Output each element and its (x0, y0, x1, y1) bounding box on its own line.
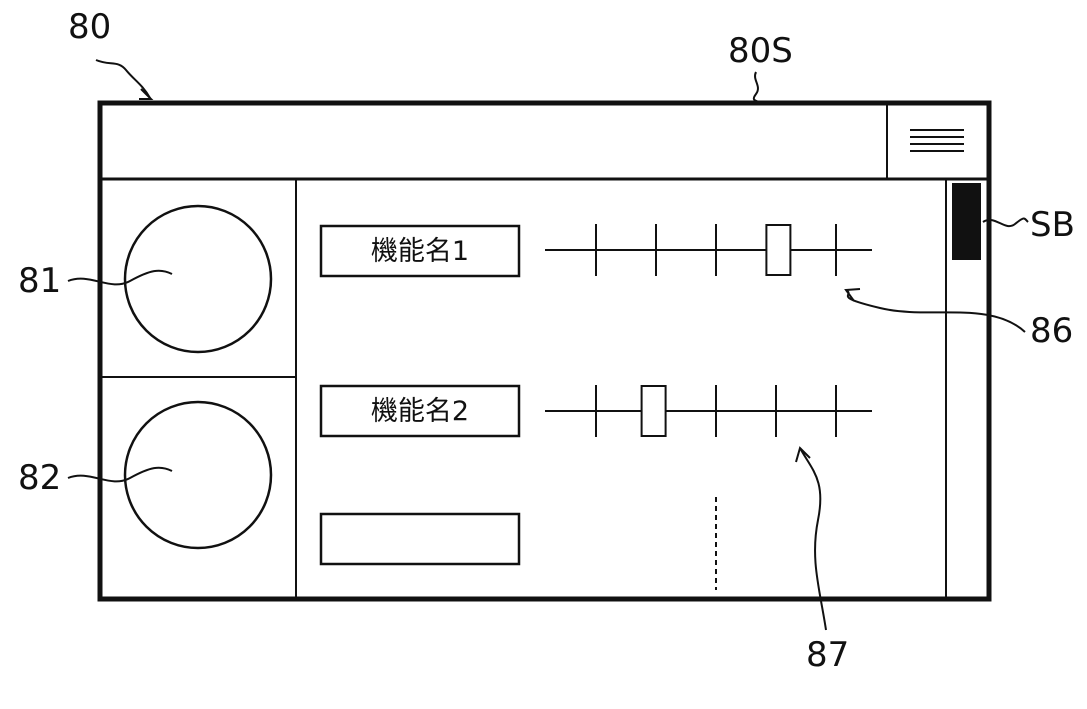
ref-label-80S: 80S (728, 31, 793, 71)
function-name-1: 機能名1 (371, 236, 469, 267)
slider-1-knob[interactable] (766, 225, 790, 275)
hamburger-menu-icon[interactable] (888, 104, 987, 178)
slider-2-knob[interactable] (642, 386, 666, 436)
ref-label-87: 87 (806, 635, 849, 675)
function-name-2: 機能名2 (371, 396, 469, 427)
leader-80 (96, 60, 150, 98)
function-name-box-3[interactable] (321, 514, 519, 564)
ref-label-82: 82 (18, 458, 61, 498)
ref-label-81: 81 (18, 261, 61, 301)
ref-label-80: 80 (68, 7, 111, 47)
scrollbar-thumb[interactable] (952, 183, 981, 260)
ref-label-SB: SB (1030, 205, 1075, 245)
circle-button-81[interactable] (125, 206, 271, 352)
ref-label-86: 86 (1030, 311, 1073, 351)
circle-button-82[interactable] (125, 402, 271, 548)
leader-80S (754, 72, 760, 103)
